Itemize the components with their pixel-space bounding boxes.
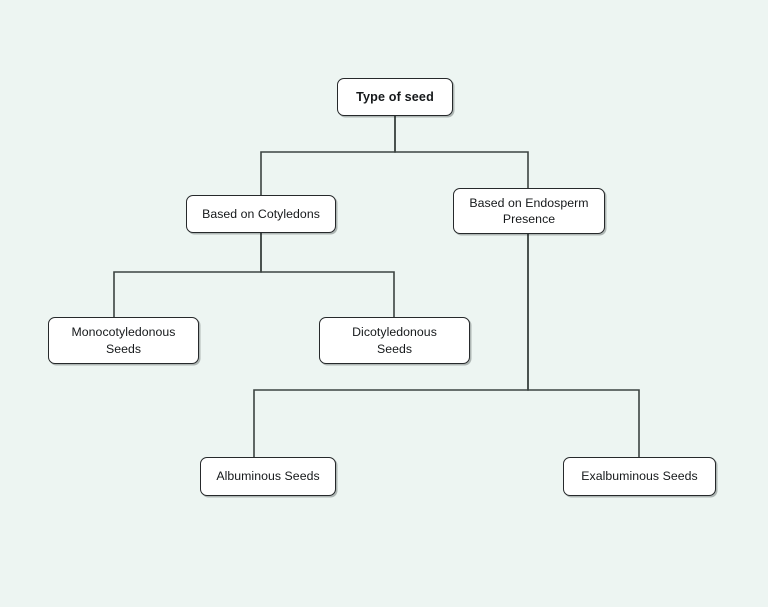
node-monocotyledonous-seeds[interactable]: Monocotyledonous Seeds <box>48 317 199 364</box>
connector-root-to-endosperm <box>394 116 529 188</box>
node-label-monocotyledonous-seeds: Monocotyledonous Seeds <box>71 325 176 356</box>
node-label-exalbuminous-seeds: Exalbuminous Seeds <box>581 469 698 484</box>
connector-root-to-cotyledons <box>260 116 396 195</box>
node-label-root: Type of seed <box>356 89 434 104</box>
node-albuminous-seeds[interactable]: Albuminous Seeds <box>200 457 336 496</box>
node-based-on-endosperm-presence[interactable]: Based on Endosperm Presence <box>453 188 605 234</box>
node-label-albuminous-seeds: Albuminous Seeds <box>216 469 320 484</box>
node-root[interactable]: Type of seed <box>337 78 453 116</box>
connector-endosperm-to-exalbuminous <box>527 234 640 457</box>
node-based-on-cotyledons[interactable]: Based on Cotyledons <box>186 195 336 233</box>
node-exalbuminous-seeds[interactable]: Exalbuminous Seeds <box>563 457 716 496</box>
node-label-based-on-endosperm-presence: Based on Endosperm Presence <box>469 195 589 226</box>
node-label-based-on-cotyledons: Based on Cotyledons <box>202 206 320 221</box>
connector-cotyledons-to-dicot <box>260 233 395 317</box>
node-dicotyledonous-seeds[interactable]: Dicotyledonous Seeds <box>319 317 470 364</box>
node-label-dicotyledonous-seeds: Dicotyledonous Seeds <box>352 325 437 356</box>
connector-cotyledons-to-monocot <box>113 233 262 317</box>
